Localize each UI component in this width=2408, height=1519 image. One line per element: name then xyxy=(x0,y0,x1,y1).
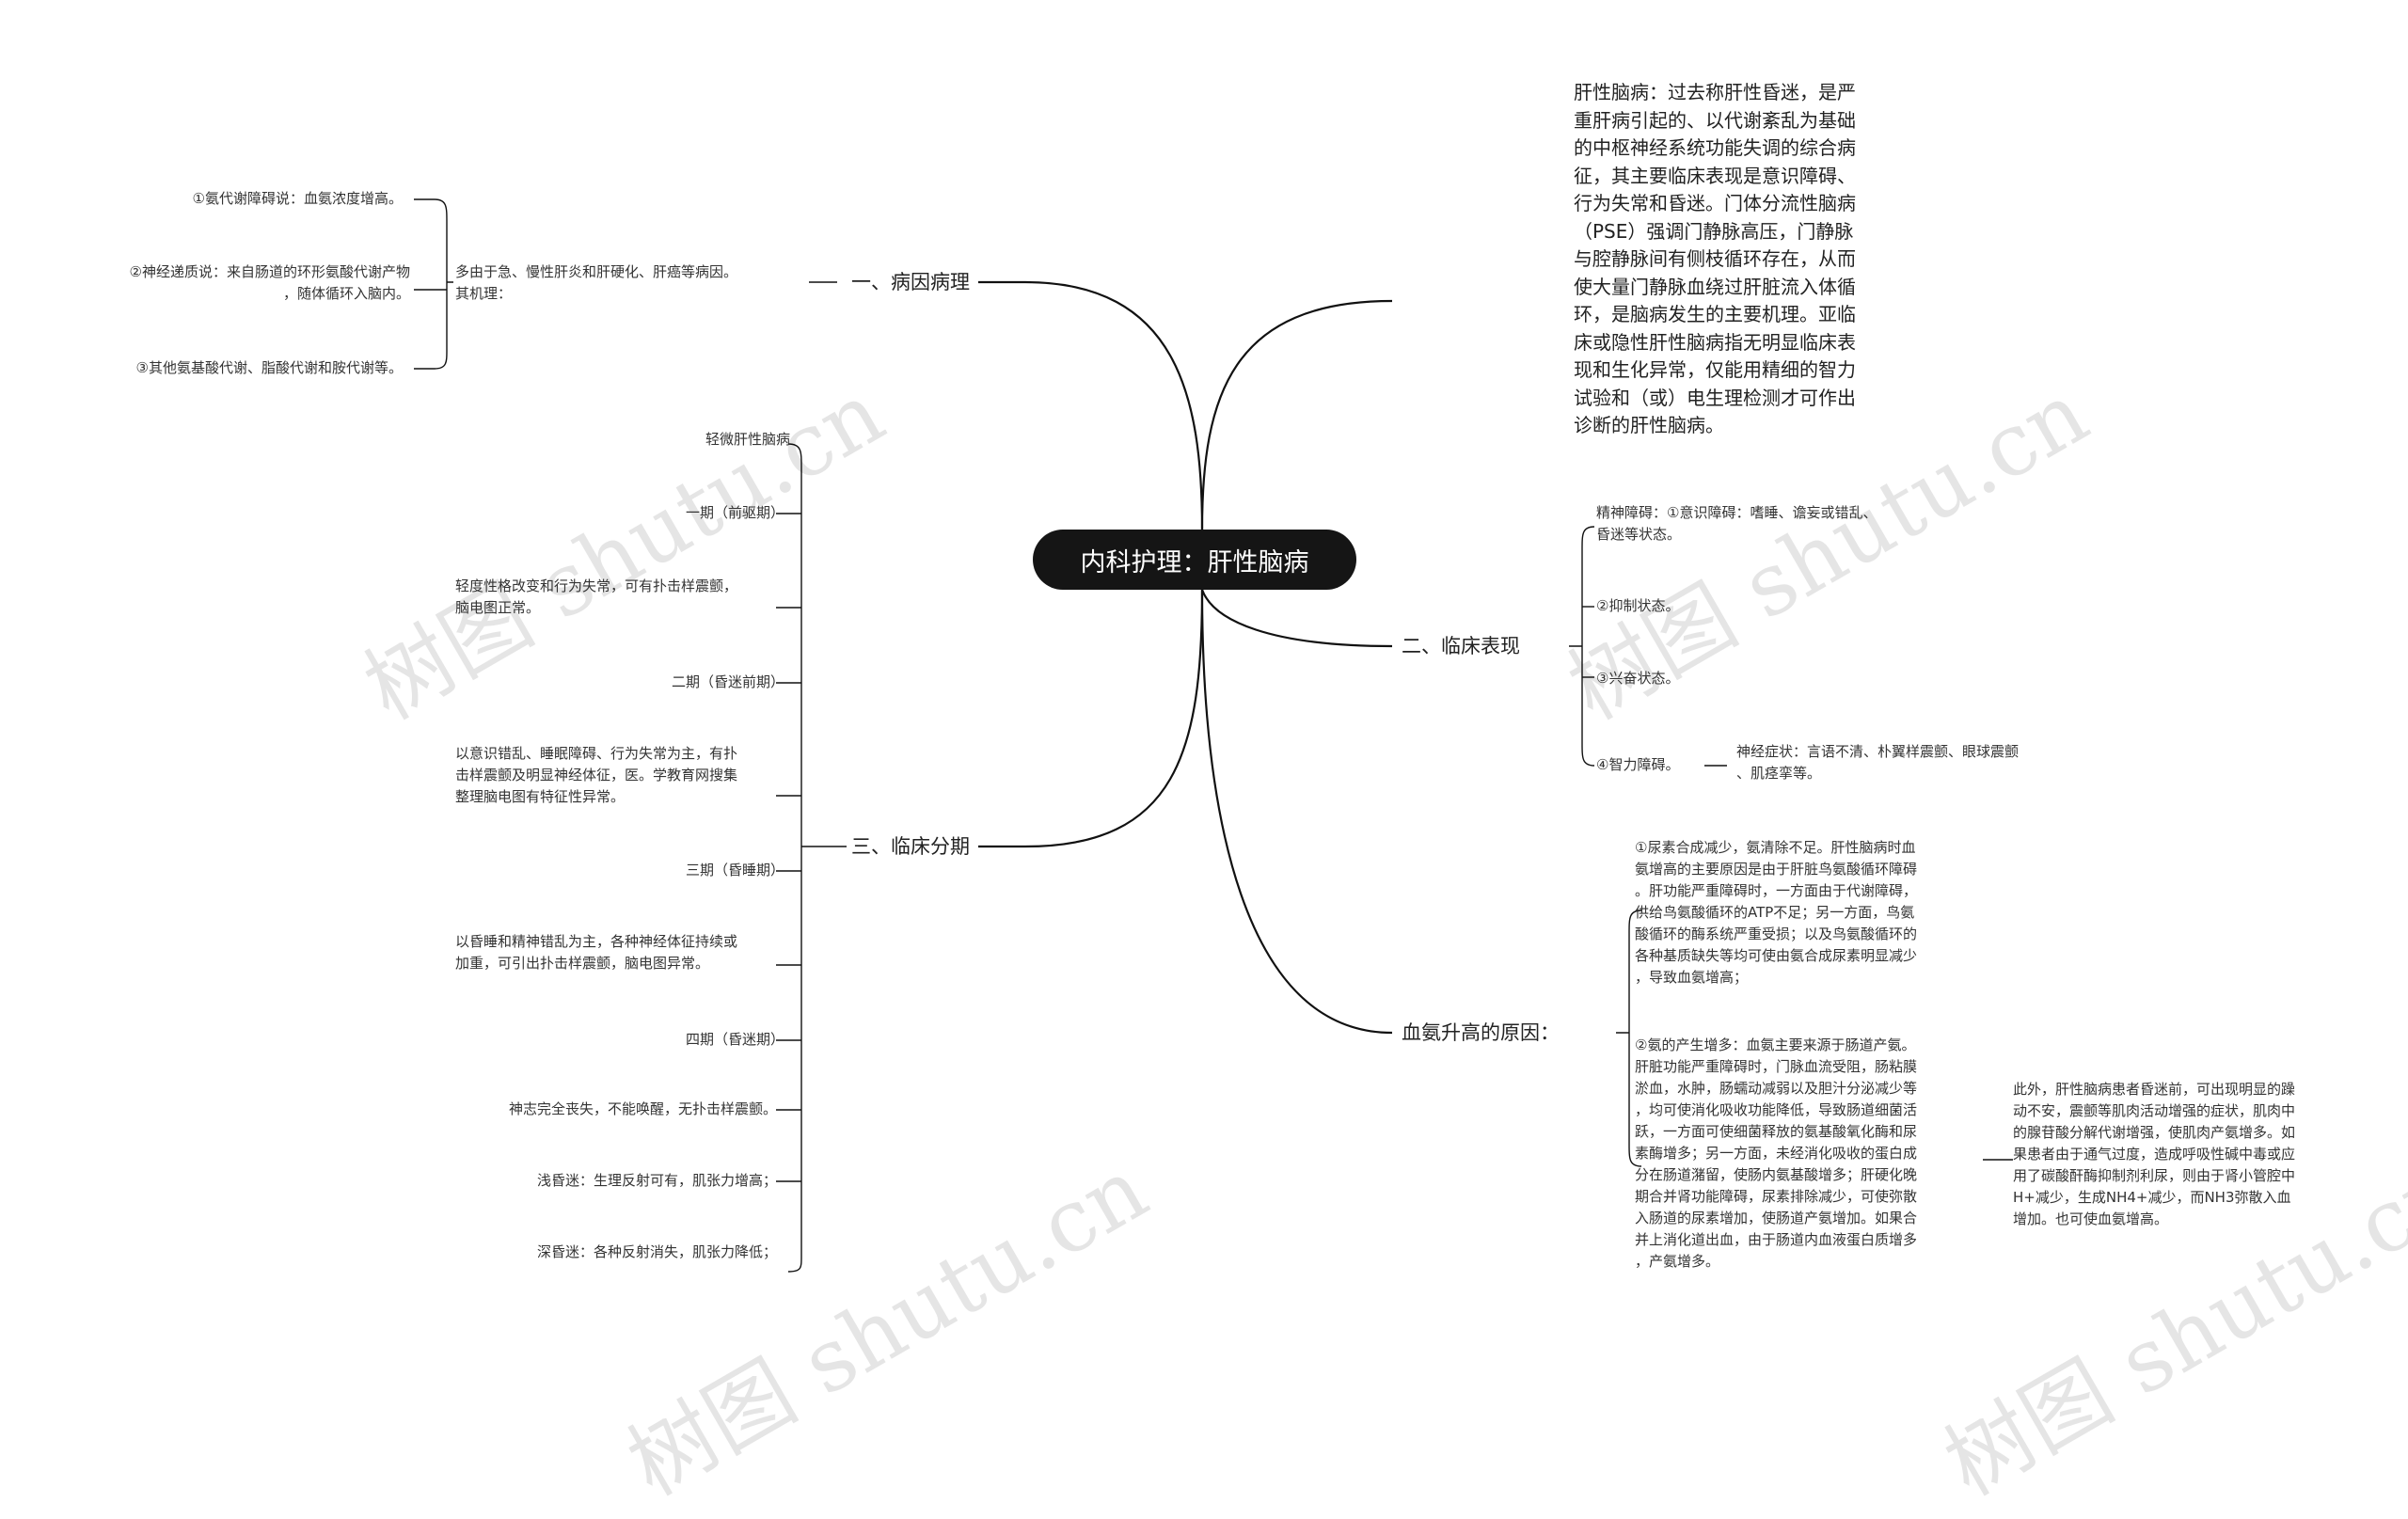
mindmap-connectors xyxy=(414,198,2013,1273)
ammonia-item: ①尿素合成减少，氨清除不足。肝性脑病时血 氨增高的主要原因是由于肝脏鸟氨酸循环障… xyxy=(1635,839,1918,986)
branch-clinical[interactable]: 二、临床表现 xyxy=(1402,635,1520,657)
cause-description: 多由于急、慢性肝炎和肝硬化、肝癌等病因。 其机理： xyxy=(455,263,738,302)
link-root-definition xyxy=(1200,299,1393,530)
stage-item: 四期（昏迷期） xyxy=(685,1031,784,1048)
stage-item: 轻微肝性脑病 xyxy=(705,431,790,448)
link-root-stage xyxy=(978,589,1204,848)
cause-item: ①氨代谢障碍说：血氨浓度增高。 xyxy=(192,190,403,207)
bracket-stage xyxy=(787,443,809,1273)
root-node[interactable]: 内科护理：肝性脑病 xyxy=(1033,530,1356,590)
clinical-item: ③兴奋状态。 xyxy=(1596,670,1680,687)
branch-ammonia[interactable]: 血氨升高的原因： xyxy=(1402,1021,1560,1044)
cause-item: ③其他氨基酸代谢、脂酸代谢和胺代谢等。 xyxy=(135,359,403,376)
bracket-clinical xyxy=(1569,526,1595,767)
ammonia-extra: 此外，肝性脑病患者昏迷前，可出现明显的躁 动不安，震颤等肌肉活动增强的症状，肌肉… xyxy=(2013,1081,2296,1227)
stage-item: 以昏睡和精神错乱为主，各种神经体征持续或 加重，可引出扑击样震颤，脑电图异常。 xyxy=(455,933,738,972)
bracket-cause xyxy=(434,198,453,370)
link-root-ammonia xyxy=(1200,589,1393,1035)
stage-item: 深昏迷：各种反射消失，肌张力降低； xyxy=(536,1243,777,1260)
bracket-ammonia xyxy=(1616,910,1642,1167)
branch-stage[interactable]: 三、临床分期 xyxy=(851,835,970,858)
cause-item: ②神经递质说：来自肠道的环形氨酸代谢产物 ，随体循环入脑内。 xyxy=(129,263,410,302)
ammonia-item: ②氨的产生增多：血氨主要来源于肠道产氨。 肝脏功能严重障碍时，门脉血流受阻，肠粘… xyxy=(1635,1036,1918,1270)
clinical-item: 精神障碍：①意识障碍：嗜睡、谵妄或错乱、 昏迷等状态。 xyxy=(1596,504,1877,543)
stage-item: 以意识错乱、睡眠障碍、行为失常为主，有扑 击样震颤及明显神经体征，医。学教育网搜… xyxy=(455,745,738,805)
clinical-neuro: 神经症状：言语不清、朴翼样震颤、眼球震颤 、肌痉挛等。 xyxy=(1736,743,2020,782)
branch-cause[interactable]: 一、病因病理 xyxy=(851,271,970,293)
link-root-clinical xyxy=(1200,589,1393,648)
stage-item: 三期（昏睡期） xyxy=(685,862,784,878)
stage-item: 浅昏迷：生理反射可有，肌张力增高； xyxy=(536,1172,777,1189)
link-root-cause xyxy=(978,280,1204,530)
root-label: 内科护理：肝性脑病 xyxy=(1080,547,1309,578)
clinical-item: ④智力障碍。 xyxy=(1596,756,1680,773)
definition-text: 肝性脑病：过去称肝性昏迷，是严 重肝病引起的、以代谢紊乱为基础 的中枢神经系统功… xyxy=(1574,81,1856,436)
clinical-item: ②抑制状态。 xyxy=(1596,597,1680,614)
stage-item: 一期（前驱期） xyxy=(685,504,784,521)
stage-item: 神志完全丧失，不能唤醒，无扑击样震颤。 xyxy=(508,1100,777,1117)
stage-item: 二期（昏迷前期） xyxy=(671,673,784,690)
stage-item: 轻度性格改变和行为失常，可有扑击样震颤， 脑电图正常。 xyxy=(455,578,738,616)
